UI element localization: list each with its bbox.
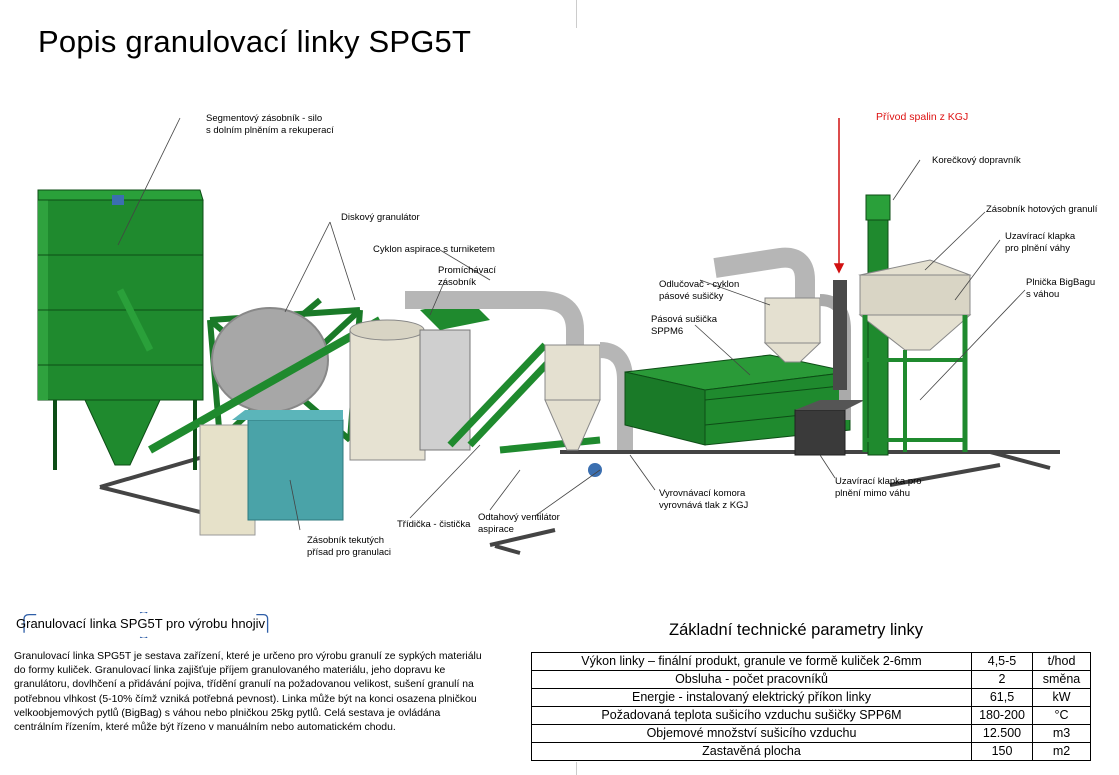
mixing-hopper	[349, 300, 490, 461]
params-title: Základní technické parametry linky	[669, 621, 924, 639]
fold-line-top	[576, 0, 577, 28]
param-name: Zastavěná plocha	[531, 742, 972, 761]
label-closing-valve-scale: Uzavírací klapka pro plnění váhy	[1005, 231, 1076, 254]
equalizing-chamber	[794, 400, 865, 456]
table-row: Zastavěná plocha 150 m2	[531, 742, 1091, 761]
param-value: 61,5	[971, 688, 1033, 707]
label-equalizing-chamber: Vyrovnávací komora vyrovnává tlak z KGJ	[659, 488, 749, 511]
label-exhaust-kgj: Přívod spalin z KGJ	[876, 111, 969, 123]
param-value: 12.500	[971, 724, 1033, 743]
aspiration-cyclone	[405, 291, 633, 477]
param-unit: t/hod	[1032, 652, 1091, 671]
param-name: Obsluha - počet pracovníků	[531, 670, 972, 689]
param-unit: °C	[1032, 706, 1091, 725]
param-name: Energie - instalovaný elektrický příkon …	[531, 688, 972, 707]
label-liquid-additives: Zásobník tekutých přísad pro granulaci	[307, 535, 391, 558]
label-separator-cyclone: Odlučovač - cyklon pásové sušičky	[659, 279, 740, 302]
param-value: 4,5-5	[971, 652, 1033, 671]
leader-lines	[117, 117, 1026, 531]
param-value: 150	[971, 742, 1033, 761]
silo	[37, 189, 204, 470]
label-belt-dryer: Pásová sušička SPPM6	[651, 314, 718, 337]
liquid-additives-tanks	[199, 410, 344, 536]
label-exhaust-fan: Odtahový ventilátor aspirace	[478, 512, 560, 535]
label-closing-valve-outside: Uzavírací klapka pro plnění mimo váhu	[835, 476, 922, 499]
label-silo: Segmentový zásobník - silo s dolním plně…	[206, 113, 334, 136]
param-name: Objemové množství sušicího vzduchu	[531, 724, 972, 743]
table-row: Energie - instalovaný elektrický příkon …	[531, 688, 1091, 707]
param-value: 180-200	[971, 706, 1033, 725]
table-row: Výkon linky – finální produkt, granule v…	[531, 652, 1091, 671]
label-finished-hopper: Zásobník hotových granulí	[986, 204, 1098, 215]
label-bucket-elevator: Korečkový dopravník	[932, 155, 1021, 166]
fold-line-bottom	[576, 762, 577, 775]
label-sorter: Třídička - čistička	[397, 519, 471, 530]
label-granulator: Diskový granulátor	[341, 212, 420, 223]
description-title: Granulovací linka SPG5T pro výrobu hnoji…	[16, 616, 266, 631]
label-cyclone-turniket: Cyklon aspirace s turniketem	[373, 244, 495, 255]
param-value: 2	[971, 670, 1033, 689]
separator-cyclone	[713, 247, 851, 420]
param-name: Výkon linky – finální produkt, granule v…	[531, 652, 972, 671]
label-bigbag-filler: Plnička BigBagu s váhou	[1026, 277, 1096, 300]
param-name: Požadovaná teplota sušicího vzduchu suši…	[531, 706, 972, 725]
params-table: Výkon linky – finální produkt, granule v…	[531, 652, 1091, 761]
label-mixing-hopper: Promíchávací zásobník	[438, 265, 497, 288]
table-row: Obsluha - počet pracovníků 2 směna	[531, 670, 1091, 689]
param-unit: m3	[1032, 724, 1091, 743]
param-unit: m2	[1032, 742, 1091, 761]
finished-granules-hopper	[858, 259, 972, 452]
page-title: Popis granulovací linky SPG5T	[38, 24, 472, 59]
granulation-line-illustration	[37, 117, 1060, 555]
description-title-frame	[23, 612, 269, 638]
param-unit: kW	[1032, 688, 1091, 707]
param-unit: směna	[1032, 670, 1091, 689]
table-row: Objemové množství sušicího vzduchu 12.50…	[531, 724, 1091, 743]
table-row: Požadovaná teplota sušicího vzduchu suši…	[531, 706, 1091, 725]
kgj-arrow	[833, 118, 845, 274]
description-text: Granulovací linka SPG5T je sestava zaříz…	[14, 651, 482, 734]
